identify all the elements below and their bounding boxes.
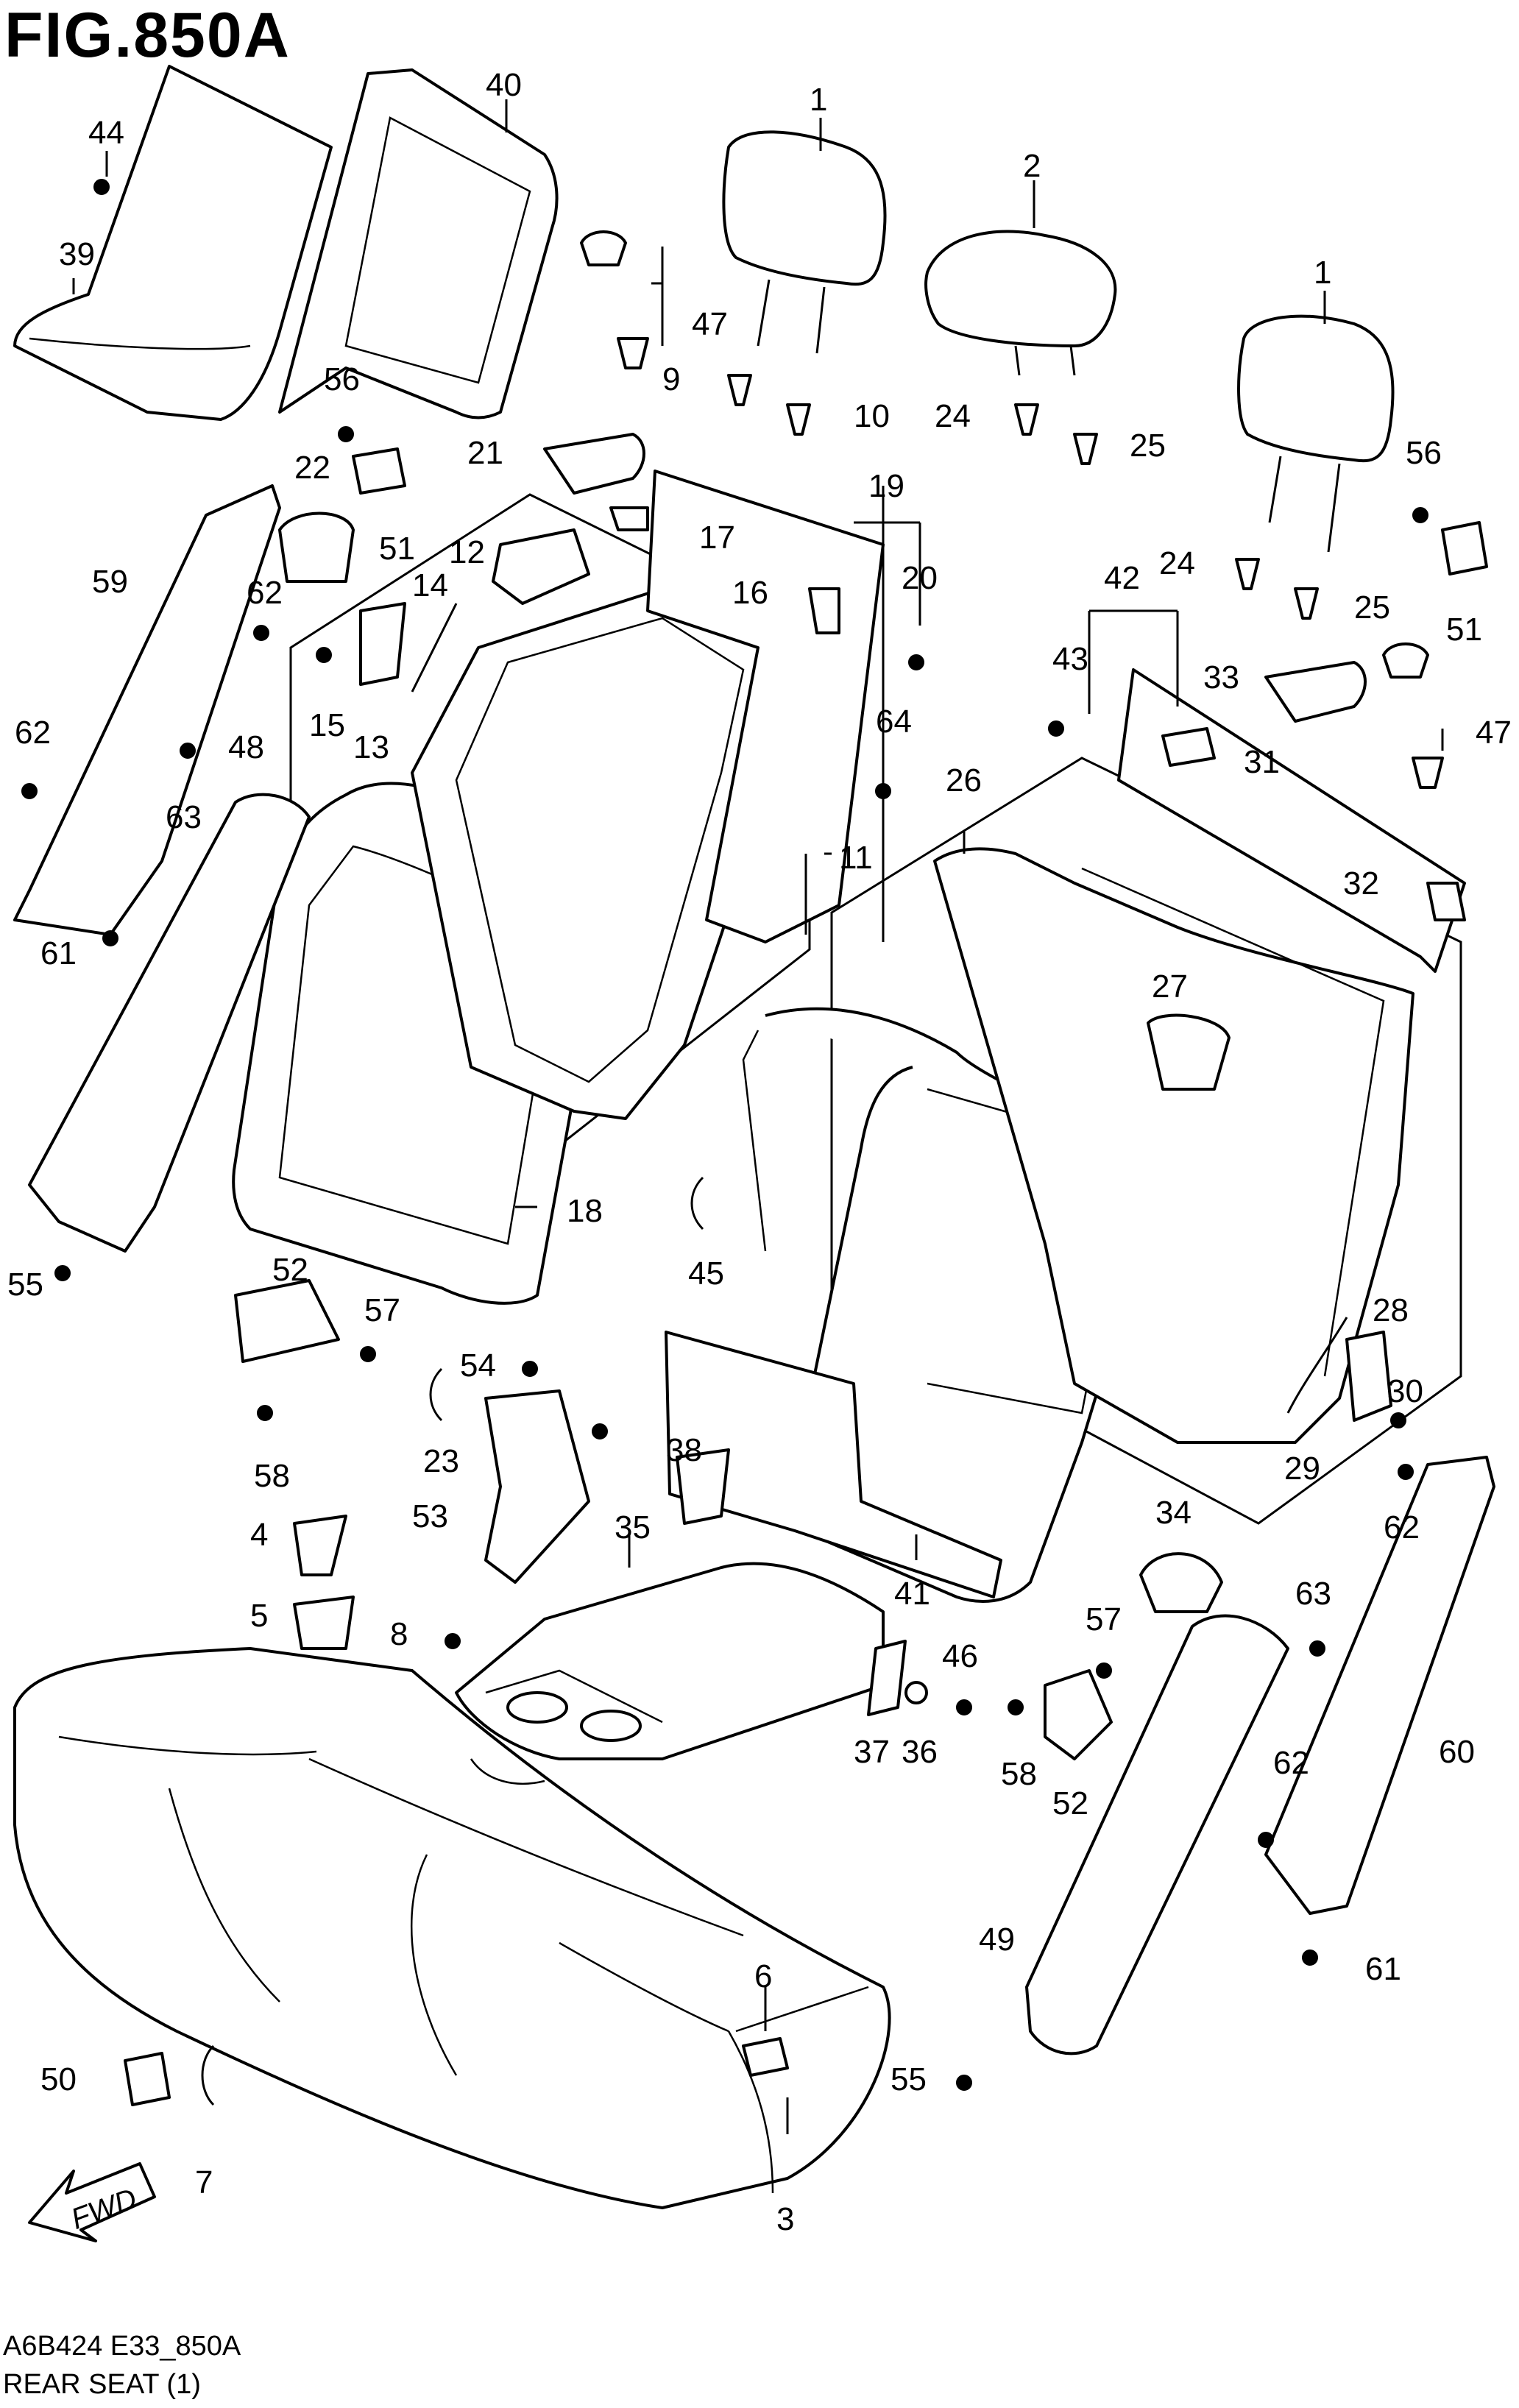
headrest-2-center	[924, 230, 1117, 376]
callout: 2	[1023, 148, 1041, 184]
callout: 9	[662, 361, 680, 397]
callout: 62	[15, 715, 51, 751]
callout: 36	[902, 1734, 938, 1770]
callout: 11	[839, 840, 873, 876]
seat-cushion-assembly	[13, 1647, 891, 2209]
callout: 38	[666, 1432, 702, 1468]
figure-code: A6B424 E33_850A	[3, 2331, 241, 2362]
callout: 62	[1384, 1509, 1420, 1545]
armrest-35	[455, 1562, 885, 1760]
callout: 8	[390, 1616, 408, 1652]
callout: 4	[250, 1517, 268, 1553]
callout: 35	[615, 1509, 651, 1545]
callout: 30	[1387, 1373, 1423, 1409]
callout: 31	[1244, 744, 1280, 780]
figure-title: FIG.850A	[4, 0, 291, 71]
trim-panel-39	[13, 65, 333, 421]
garnish-60	[1264, 1456, 1495, 1915]
callout: 53	[412, 1498, 448, 1534]
garnish-59	[13, 484, 281, 936]
callout: 42	[1104, 560, 1140, 596]
callout: 43	[1052, 641, 1088, 677]
callout: 26	[946, 762, 982, 798]
callout: 27	[1152, 968, 1188, 1005]
callout-labels: 1 1 2 3 4 5 6 7 8 9 10 11 12 13 14 15 16…	[7, 67, 1512, 2237]
callout: 29	[1284, 1451, 1320, 1487]
callout: 25	[1130, 428, 1166, 464]
callout: 40	[486, 67, 522, 103]
callout: 61	[40, 935, 77, 971]
callout: 39	[59, 236, 95, 272]
callout: 1	[1314, 255, 1331, 291]
figure-name: REAR SEAT (1)	[3, 2369, 201, 2400]
callout: 57	[1086, 1601, 1122, 1637]
trim-frame-40	[278, 68, 559, 419]
callout: 23	[423, 1443, 459, 1479]
headrest-1-left	[722, 130, 887, 354]
callout: 58	[254, 1458, 290, 1494]
callout: 52	[1052, 1785, 1088, 1821]
callout: 49	[979, 1922, 1015, 1958]
callout: 54	[460, 1348, 496, 1384]
side-bolster-49	[1025, 1614, 1289, 2055]
callout: 50	[40, 2061, 77, 2097]
callout: 62	[247, 575, 283, 611]
callout: 56	[324, 361, 360, 397]
callout: 52	[272, 1252, 308, 1288]
fwd-direction-arrow: FWD	[28, 2162, 156, 2242]
callout: 17	[699, 520, 735, 556]
callout: 24	[1159, 545, 1195, 581]
headrest-1-right	[1237, 314, 1395, 553]
callout: 45	[688, 1256, 724, 1292]
callout: 20	[902, 560, 938, 596]
callout: 47	[1476, 715, 1512, 751]
callout: 58	[1001, 1756, 1037, 1792]
callout: 63	[166, 799, 202, 835]
callout: 60	[1439, 1734, 1475, 1770]
callout: 63	[1295, 1576, 1331, 1612]
callout: 1	[810, 82, 827, 118]
side-bolster-48	[28, 793, 311, 1253]
callout: 6	[754, 1958, 772, 1994]
small-parts	[21, 179, 1488, 2106]
callout: 28	[1373, 1292, 1409, 1328]
callout: 15	[309, 707, 345, 743]
callout: 21	[467, 435, 503, 471]
callout: 7	[195, 2164, 213, 2200]
callout: 5	[250, 1598, 268, 1634]
callout: 10	[854, 398, 890, 434]
callout: 44	[88, 115, 124, 151]
callout: 22	[294, 450, 330, 486]
callout: 13	[353, 729, 389, 765]
callout: 47	[692, 306, 728, 342]
callout: 24	[935, 398, 971, 434]
callout: 18	[567, 1193, 603, 1229]
callout: 59	[92, 564, 128, 600]
callout: 25	[1354, 589, 1390, 626]
callout: 33	[1203, 659, 1239, 695]
callout: 16	[732, 575, 768, 611]
callout: 3	[776, 2201, 794, 2237]
callout: 51	[379, 531, 415, 567]
callout: 41	[894, 1576, 930, 1612]
callout: 55	[7, 1267, 43, 1303]
callout: 12	[449, 534, 485, 570]
callout: 37	[854, 1734, 890, 1770]
callout: 14	[412, 567, 448, 603]
callout: 34	[1155, 1495, 1192, 1531]
callout: 64	[876, 704, 912, 740]
callout: 48	[228, 729, 264, 765]
callout: 55	[890, 2061, 927, 2097]
callout: 62	[1273, 1745, 1309, 1781]
leader-lines	[72, 99, 1444, 2134]
callout: 61	[1365, 1951, 1401, 1987]
callout: 56	[1406, 435, 1442, 471]
callout: 19	[868, 468, 904, 504]
callout: 32	[1343, 865, 1379, 902]
callout: 51	[1446, 612, 1482, 648]
callout: 46	[942, 1638, 978, 1674]
callout: 57	[364, 1292, 400, 1328]
